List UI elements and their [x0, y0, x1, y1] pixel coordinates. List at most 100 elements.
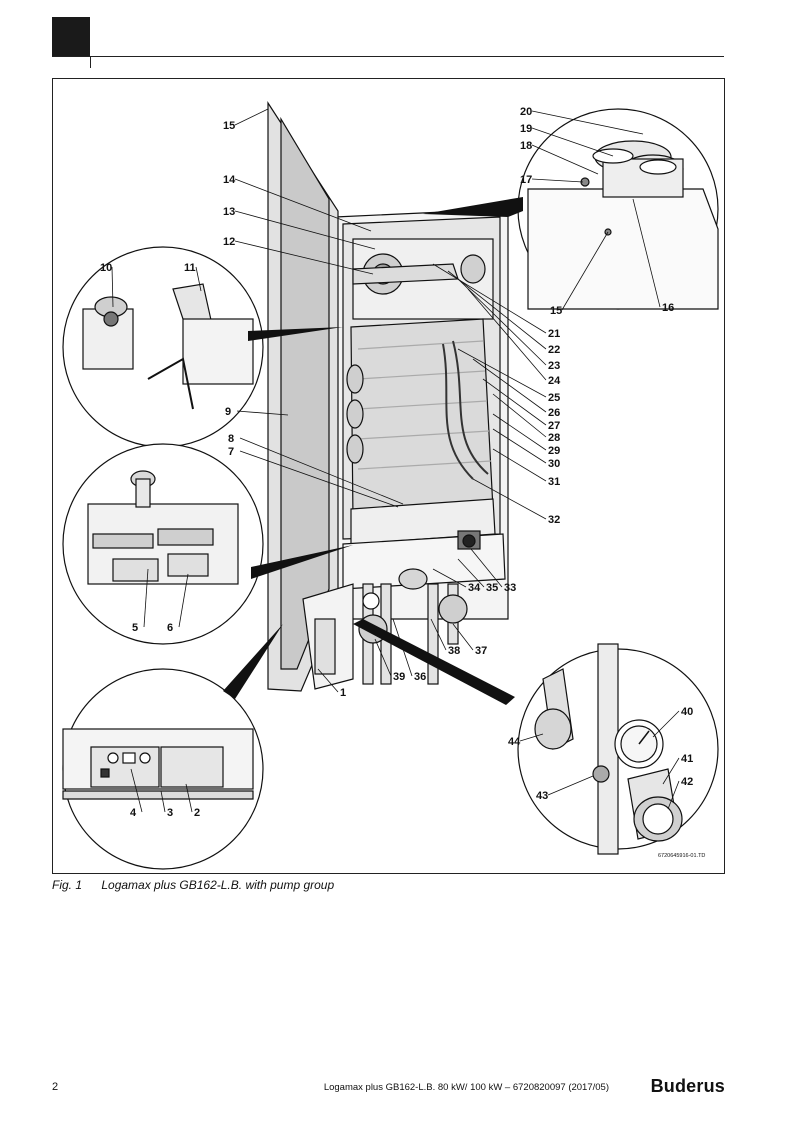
callout-36: 36 [414, 671, 426, 683]
leader-line-5 [143, 568, 149, 628]
callout-19: 19 [520, 123, 532, 135]
callout-7: 7 [228, 446, 234, 458]
leader-line-39 [374, 638, 392, 677]
callout-8: 8 [228, 433, 234, 445]
callout-5: 5 [132, 622, 138, 634]
callout-34: 34 [468, 582, 481, 594]
callout-10: 10 [100, 262, 112, 274]
callout-15: 15 [223, 120, 235, 132]
callout-30: 30 [548, 458, 560, 470]
leader-line-33 [470, 548, 503, 588]
callout-17: 17 [520, 174, 532, 186]
callout-16: 16 [662, 302, 674, 314]
leader-line-40 [652, 710, 680, 738]
callout-15: 15 [550, 305, 562, 317]
leader-line-29 [492, 413, 547, 451]
callout-32: 32 [548, 514, 560, 526]
callout-41: 41 [681, 753, 693, 765]
callout-39: 39 [393, 671, 405, 683]
callout-27: 27 [548, 420, 560, 432]
callout-21: 21 [548, 328, 560, 340]
leader-line-24 [467, 288, 547, 381]
callout-26: 26 [548, 407, 560, 419]
callout-29: 29 [548, 445, 560, 457]
leader-line-17 [531, 178, 584, 183]
leader-line-11 [195, 266, 202, 292]
header-block [52, 17, 90, 57]
leader-line-15 [234, 108, 269, 126]
leader-line-7 [239, 450, 399, 508]
leader-line-35 [457, 558, 485, 588]
callout-11: 11 [184, 262, 196, 274]
boiler-housing [334, 208, 509, 685]
leader-line-43 [547, 775, 594, 796]
leader-line-37 [452, 623, 474, 651]
detail-circle-control-panel [62, 668, 264, 870]
leader-line-14 [234, 178, 372, 232]
leader-line-1 [317, 668, 339, 693]
leader-line-41 [662, 757, 680, 785]
leader-line-44 [519, 733, 544, 742]
callout-35: 35 [486, 582, 498, 594]
leader-line-32 [472, 478, 547, 520]
leader-line-10 [111, 266, 114, 308]
leader-line-4 [130, 768, 143, 813]
leader-line-16 [632, 198, 661, 308]
brand-logo: Buderus [650, 1076, 725, 1096]
leader-line-21 [432, 263, 547, 334]
leader-line-9 [236, 410, 289, 416]
image-code: 6720645916-01.TD [658, 853, 705, 859]
callout-43: 43 [536, 790, 548, 802]
document-reference: Logamax plus GB162-L.B. 80 kW/ 100 kW – … [323, 1082, 609, 1093]
callout-6: 6 [167, 622, 173, 634]
callout-22: 22 [548, 344, 560, 356]
leader-line-15 [561, 231, 609, 311]
header-rule [52, 56, 724, 57]
callout-44: 44 [508, 736, 521, 748]
leader-line-31 [492, 448, 547, 482]
callout-38: 38 [448, 645, 460, 657]
callout-3: 3 [167, 807, 173, 819]
leader-line-12 [234, 240, 374, 275]
callout-33: 33 [504, 582, 516, 594]
leader-line-13 [234, 210, 376, 250]
detail-connector-wedges [223, 197, 523, 705]
page-number: 2 [52, 1081, 59, 1093]
leader-line-6 [178, 573, 189, 628]
leader-line-28 [492, 393, 547, 438]
detail-circle-pump-group [517, 643, 719, 855]
leader-line-38 [430, 618, 447, 651]
leader-line-25 [457, 348, 547, 398]
callout-40: 40 [681, 706, 693, 718]
leader-line-18 [531, 144, 599, 175]
leader-line-19 [531, 127, 614, 157]
callout-42: 42 [681, 776, 693, 788]
leader-line-2 [185, 783, 193, 813]
callout-25: 25 [548, 392, 560, 404]
leader-line-42 [667, 780, 680, 810]
open-front-door [267, 100, 354, 692]
figure-caption: Fig. 1 Logamax plus GB162-L.B. with pump… [52, 878, 334, 892]
leader-line-23 [457, 278, 547, 366]
leader-line-34 [432, 568, 467, 588]
leader-line-30 [492, 428, 547, 464]
leader-line-36 [392, 618, 413, 677]
callout-18: 18 [520, 140, 532, 152]
leader-lines [111, 108, 680, 813]
leader-line-22 [447, 270, 547, 350]
leader-line-20 [531, 110, 644, 135]
callout-14: 14 [223, 174, 236, 186]
leader-line-3 [160, 790, 166, 813]
detail-circle-valve [62, 246, 264, 448]
callout-1: 1 [340, 687, 346, 699]
callout-13: 13 [223, 206, 235, 218]
boiler-illustration: 1234567891011121314151516171819202122232… [62, 100, 719, 870]
detail-circle-terminal [62, 443, 264, 645]
leader-line-26 [472, 358, 547, 413]
callout-28: 28 [548, 432, 560, 444]
leader-line-8 [239, 437, 404, 505]
callout-9: 9 [225, 406, 231, 418]
callout-23: 23 [548, 360, 560, 372]
